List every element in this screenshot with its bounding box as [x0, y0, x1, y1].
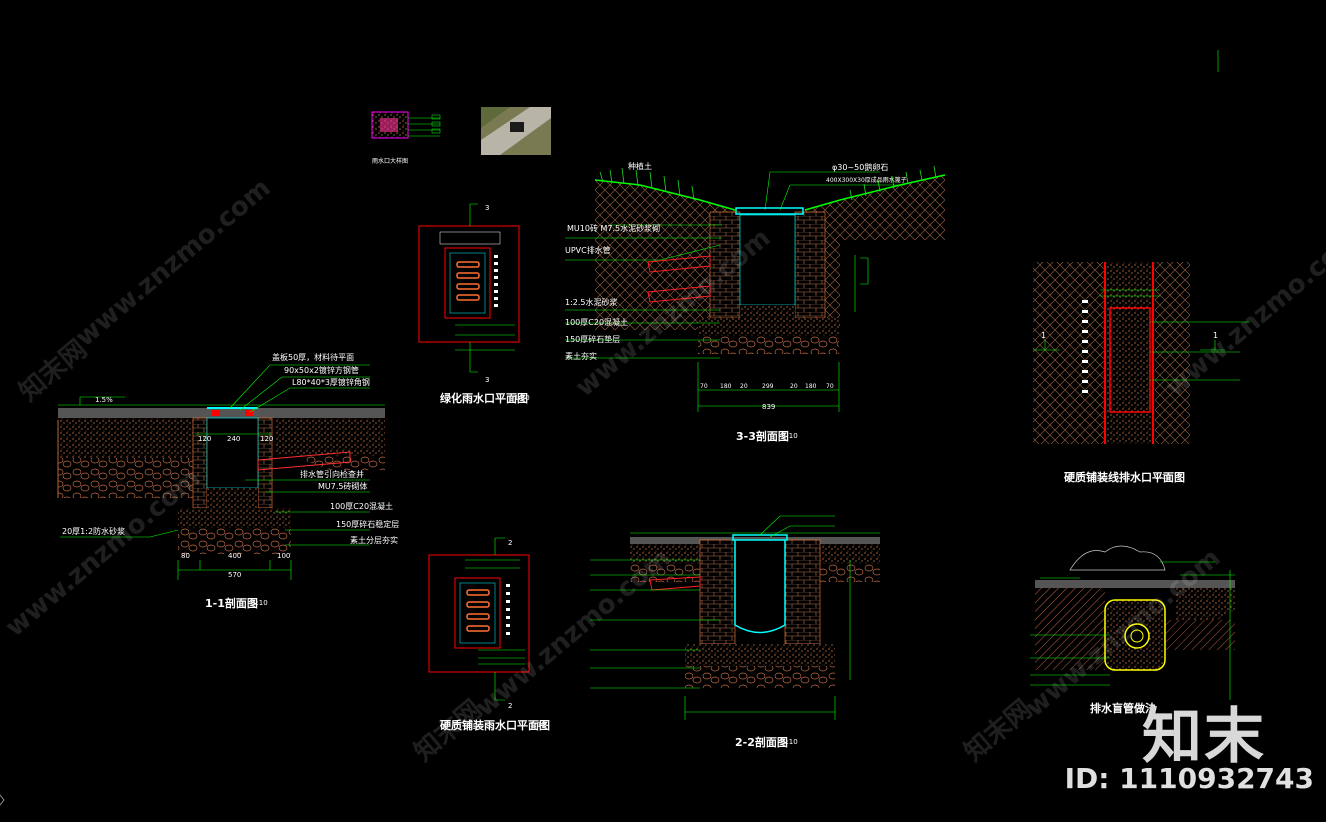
plan-green-title: 绿化雨水口平面图 — [440, 392, 528, 405]
s33-note-0: 种植土 — [628, 162, 652, 171]
section-1-1-drawing — [57, 364, 385, 580]
s11-title: 1-1剖面图 — [205, 597, 258, 610]
s33-scale: 1:10 — [782, 432, 798, 440]
s33-note-2: 400X300X30厚成品雨水篦子 — [826, 177, 907, 184]
section-3-3-dim-6: 180 — [805, 383, 817, 390]
s11-note-2: L80*40*3厚镀锌角钢 — [292, 378, 370, 387]
plan-green-drawing — [418, 203, 520, 373]
small-detail-drawing — [371, 111, 441, 139]
section-1-1-slope: 1.5% — [95, 396, 113, 404]
s11-note-4: MU7.5砖砌体 — [318, 482, 368, 491]
s11-note-6: 150厚碎石稳定层 — [336, 520, 400, 529]
plan-paving-marker-top: 2 — [508, 539, 512, 547]
plan-linear-marker-left: 1 — [1041, 331, 1046, 340]
s33-note-4: UPVC排水管 — [565, 246, 611, 255]
s33-note-8: 素土夯实 — [565, 352, 597, 361]
section-3-3-dim-1: 70 — [700, 383, 708, 390]
plan-green-marker-top: 3 — [485, 204, 489, 212]
s33-note-5: 1:2.5水泥砂浆 — [565, 298, 618, 307]
s33-note-3: MU10砖 M7.5水泥砂浆砌 — [567, 224, 661, 233]
s11-scale: 1:10 — [252, 599, 268, 607]
plan-linear-scale: 1:10 — [1155, 473, 1171, 481]
s11-note-1: 90x50x2镀锌方钢管 — [284, 366, 359, 375]
plan-paving-marker-bottom: 2 — [508, 702, 512, 710]
section-3-3-dim-2: 180 — [720, 383, 732, 390]
detail-pipe-drawing — [1030, 545, 1235, 700]
s11-note-3: 排水管引向检查井 — [300, 470, 364, 479]
small-detail-title: 雨水口大样图 — [372, 158, 409, 165]
plan-linear-title: 硬质铺装线排水口平面图 — [1064, 471, 1185, 484]
plan-paving-drawing — [428, 537, 530, 701]
section-1-1-dim-bottom-2: 400 — [228, 552, 241, 560]
s11-note-5: 100厚C20混凝土 — [330, 502, 394, 511]
section-3-3-total: 839 — [762, 403, 775, 411]
section-1-1-dim-3: 120 — [260, 435, 273, 443]
s33-note-6: 100厚C20混凝土 — [565, 318, 629, 327]
section-3-3-dim-4: 299 — [762, 383, 774, 390]
s33-note-7: 150厚碎石垫层 — [565, 335, 621, 344]
section-1-1-total: 570 — [228, 571, 241, 579]
section-1-1-dim-bottom-1: 80 — [181, 552, 190, 560]
plan-green-scale: 1:10 — [514, 394, 530, 402]
plan-paving-scale: 1:10 — [530, 721, 546, 729]
s11-note-0: 盖板50厚，材料待平面 — [272, 353, 355, 362]
section-3-3-drawing — [565, 165, 946, 412]
section-2-2-drawing — [590, 515, 880, 720]
plan-linear-marker-right: 1 — [1213, 331, 1218, 340]
s33-note-1: φ30~50鹅卵石 — [832, 163, 889, 172]
plan-linear-drawing — [1033, 50, 1250, 444]
s11-note-7: 素土分层夯实 — [350, 536, 398, 545]
site-photo — [481, 107, 551, 155]
s11-note-8: 20厚1:2防水砂浆 — [62, 527, 126, 536]
section-1-1-dim-bottom-3: 100 — [277, 552, 290, 560]
s22-title: 2-2剖面图 — [735, 736, 788, 749]
section-1-1-dim-1: 120 — [198, 435, 211, 443]
s33-title: 3-3剖面图 — [736, 430, 789, 443]
section-3-3-dim-5: 20 — [790, 383, 798, 390]
watermark-logo: 知末 — [1142, 702, 1266, 772]
detail-pipe-title: 排水盲管做法 — [1090, 702, 1156, 715]
section-3-3-dim-7: 70 — [826, 383, 834, 390]
section-1-1-dim-2: 240 — [227, 435, 240, 443]
section-3-3-dim-3: 20 — [740, 383, 748, 390]
s22-scale: 1:10 — [782, 738, 798, 746]
watermark-id: ID: 1110932743 — [1064, 762, 1314, 795]
plan-green-marker-bottom: 3 — [485, 376, 489, 384]
corner-mark — [0, 794, 5, 806]
plan-paving-title: 硬质铺装雨水口平面图 — [440, 719, 550, 732]
